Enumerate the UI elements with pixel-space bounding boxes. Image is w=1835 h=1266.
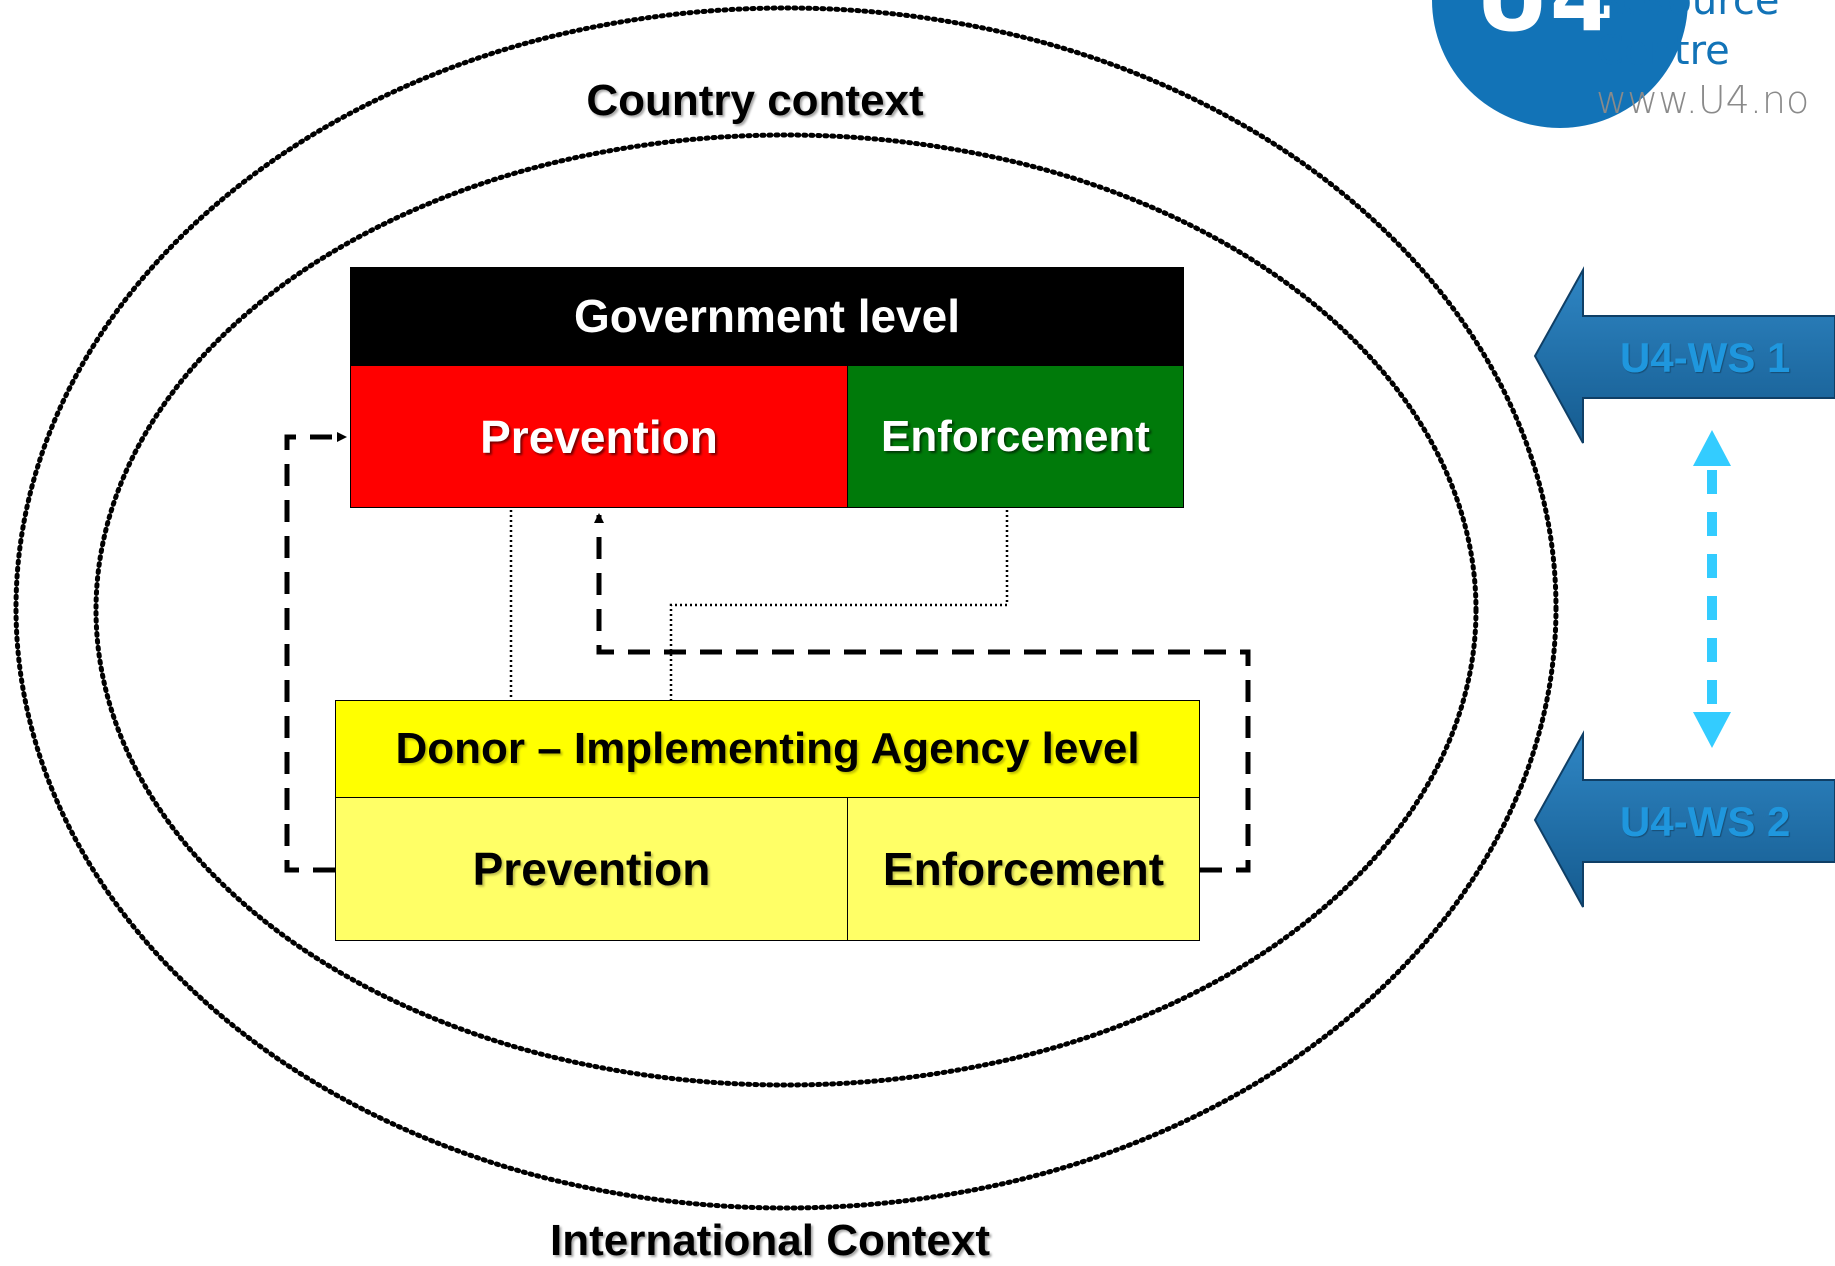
international-context-label: International Context [549, 1216, 991, 1265]
u4-logo-icon: U4 [1432, 0, 1688, 128]
government-prevention-box: Prevention [350, 365, 848, 508]
country-context-ellipse [93, 132, 1479, 1088]
international-context-ellipse [13, 5, 1559, 1211]
loop-prevention-connector [284, 432, 347, 873]
donor-prevention-box: Prevention [335, 797, 848, 941]
government-level-header: Government level [350, 267, 1184, 365]
donor-enforcement-box: Enforcement [847, 797, 1200, 941]
ws-link-arrow-icon [1693, 430, 1731, 748]
logo-line-resource: Resource [1596, 0, 1780, 24]
svg-text:U4: U4 [1475, 0, 1614, 52]
ws1-arrow-icon [1533, 266, 1835, 444]
country-context-label: Country context [586, 76, 924, 125]
loop-enforcement-connector [594, 513, 1251, 873]
government-enforcement-box: Enforcement [847, 365, 1184, 508]
ws1-label: U4-WS 1 [1620, 334, 1791, 381]
donor-level-header: Donor – Implementing Agency level [335, 700, 1200, 798]
ws2-arrow-icon [1533, 730, 1835, 908]
ws2-label: U4-WS 2 [1620, 798, 1791, 845]
logo-line-centre: Centre [1596, 28, 1730, 74]
logo-url: www.U4.no [1596, 78, 1810, 122]
